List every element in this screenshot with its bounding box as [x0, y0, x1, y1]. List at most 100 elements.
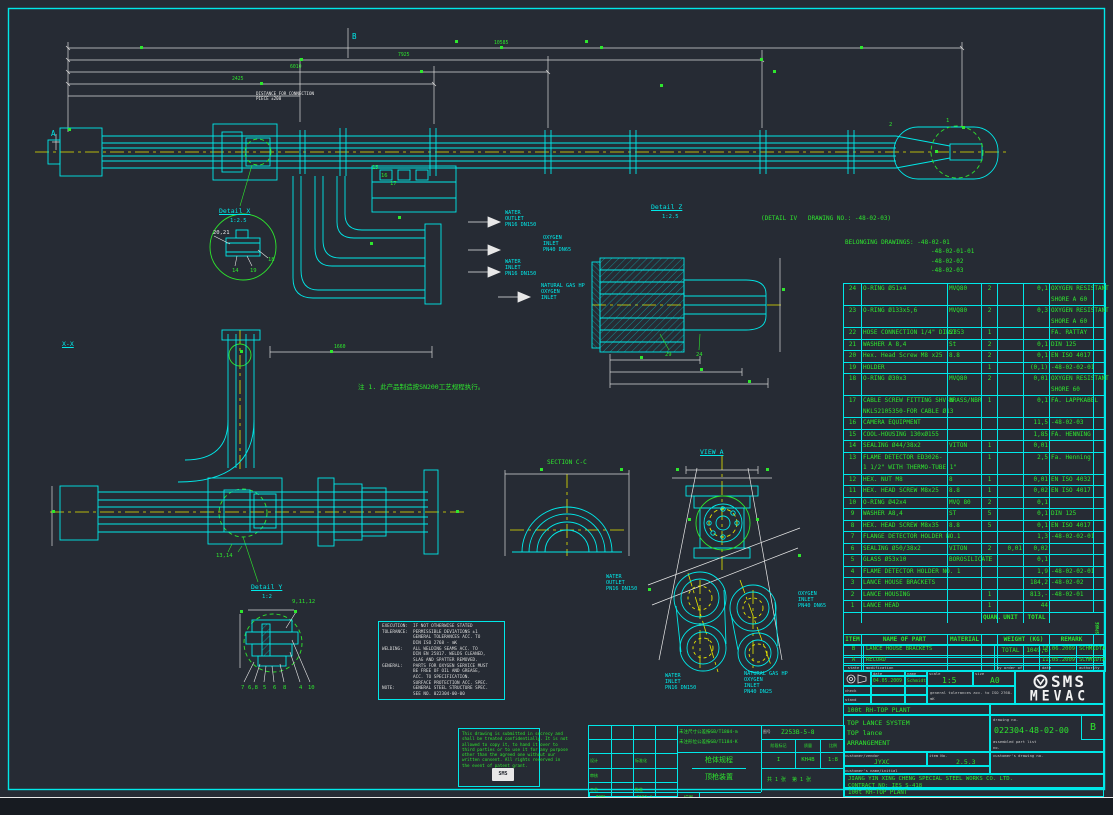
parts-list-cell [1093, 555, 1105, 566]
parts-list-cell: 1 [981, 474, 997, 485]
parts-list-cell: 0,1 [1023, 509, 1049, 520]
section-cc-view [504, 470, 630, 556]
parts-list-cell: 3 [850, 579, 855, 586]
cn-drawing-title-cell: 枪体规程 顶枪装置 [677, 752, 762, 792]
note-line: BE FREE OF OIL AND GREASE, [382, 669, 481, 675]
parts-list-cell [997, 374, 1023, 395]
parts-list-cell: ST [947, 328, 981, 339]
label-natgas-inlet-top: NATURAL GAS HP OXYGEN INLET [541, 283, 585, 302]
cn-sheet-cell: 共 1 张 第 1 张 [761, 768, 845, 792]
scale-value: 1:5 [942, 676, 957, 685]
parts-list-cell: 1 [981, 486, 997, 497]
drawing-label: 17 [390, 181, 397, 187]
total-value: 1049,6 [1023, 646, 1049, 657]
parts-list-cell: CABLE SCREW FITTING SHV-N NKL52105350-FO… [861, 396, 953, 417]
parts-list-cell [997, 486, 1023, 497]
parts-list-cell: 12 [848, 475, 857, 483]
parts-list-cell: O-RING Ø133x5,6 [861, 306, 947, 327]
parts-list-cell [997, 601, 1023, 612]
parts-list-cell: 11 [848, 487, 857, 494]
parts-list-cell: 1 [981, 328, 997, 339]
cn-dwg-no-value: Z253B-5-8 [781, 729, 815, 736]
no-label: no. [993, 745, 1000, 750]
parts-list-cell: VITON [947, 441, 981, 452]
cn-grid-cell [589, 740, 611, 753]
revision-cell: A [851, 656, 856, 663]
parts-list-cell: -48-02-02 [1049, 578, 1093, 589]
cn-grid-cell: 设计 [590, 758, 598, 764]
col-weight: WEIGHT (KG) [997, 634, 1049, 645]
parts-list-cell: 2 [981, 339, 997, 350]
bottom-margin-strip [0, 798, 1113, 815]
copyright-line: other than the agreed one without our [462, 752, 556, 757]
note-connection-piece: DISTANCE FOR CONNECTION PIECE ±200 [256, 91, 314, 101]
parts-list-cell [1093, 486, 1105, 497]
cn-attr-value: 1:8 [820, 752, 845, 768]
piping-assembly [292, 165, 457, 305]
parts-list-cell [997, 429, 1023, 440]
chinese-title-block: 设计标准化审核工艺批准 未注尺寸公差按GB/T1804-m 未注形位公差按GB/… [588, 725, 845, 806]
drawing-label: 7925 [398, 53, 410, 58]
detail-x-scale: 1:2.5 [230, 218, 247, 224]
parts-list-cell: 9 [850, 510, 855, 517]
drawing-label: 1 [946, 118, 950, 124]
parts-list-cell [1093, 520, 1105, 531]
parts-list-cell [1093, 328, 1105, 339]
projection-symbol-cell [843, 670, 871, 686]
parts-list-cell: 24 [848, 285, 857, 292]
drawing-label: 6 [273, 685, 277, 691]
note-line: GENERAL TOLERANCES ACC. TO [382, 635, 481, 641]
label-water-inlet-bottom: WATER INLET PN16 DN150 [665, 673, 697, 692]
parts-list-cell [997, 284, 1023, 305]
parts-list-cell [1049, 497, 1093, 508]
drawing-label: 24 [696, 352, 703, 358]
cn-grid-cell [633, 768, 655, 782]
parts-list-cell: -48-02-03 [1049, 418, 1093, 429]
revision-cell [994, 645, 1039, 655]
detail-iv-note: (DETAIL IV DRAWING NO.: -48-02-03) [761, 215, 892, 222]
parts-list-cell [997, 362, 1023, 373]
detail-z-title: Detail Z [651, 203, 683, 211]
parts-list-cell [997, 441, 1023, 452]
parts-list-cell: 1 [981, 396, 997, 417]
parts-list-cell: EN ISO 4017 [1049, 486, 1093, 497]
belonging-drawing-ref: -48-02-02 [931, 257, 964, 265]
parts-list-cell [947, 578, 981, 589]
parts-list-cell: 2 [850, 590, 855, 598]
label-oxygen-inlet-top: OXYGEN INLET PN40 DN65 [543, 235, 572, 254]
parts-list-cell: O-RING Ø51x4 [861, 284, 947, 305]
cn-grid-cell [655, 726, 677, 740]
parts-list-cell: HEX. HEAD SCREW M8x25 [861, 486, 947, 497]
cn-grid-cell [611, 726, 633, 740]
drawing-label: 8 [283, 685, 287, 691]
parts-list-cell [1093, 452, 1105, 474]
parts-list-cell [1093, 543, 1105, 554]
parts-list-cell: 0,1 [1023, 555, 1049, 566]
cn-tolerance-notes: 未注尺寸公差按GB/T1804-m 未注形位公差按GB/T1184-K [677, 726, 762, 753]
parts-list-cell [981, 532, 997, 543]
parts-list-cell: 11,5 [1023, 418, 1049, 429]
cn-tolerance-1: 未注尺寸公差按GB/T1804-m [679, 730, 738, 735]
drawn-date: 04.05.2009 [873, 679, 902, 684]
cn-dwg-no-label: 图号 [763, 729, 771, 734]
label-water-outlet-bottom: WATER OUTLET PN16 DN150 [606, 574, 638, 593]
cn-title-line-2: 顶枪装置 [705, 773, 733, 781]
parts-list-cell: 8 [850, 521, 855, 529]
revision-header-cell: state [847, 665, 860, 670]
drawn-name: SchmidtA [907, 679, 927, 684]
parts-list-cell: 1,3 [1023, 532, 1049, 543]
drawing-title-3: ARRANGEMENT [847, 739, 891, 747]
parts-list-cell [1093, 374, 1105, 395]
note-line: ACC. TO SPECIFICATION. [382, 675, 470, 681]
